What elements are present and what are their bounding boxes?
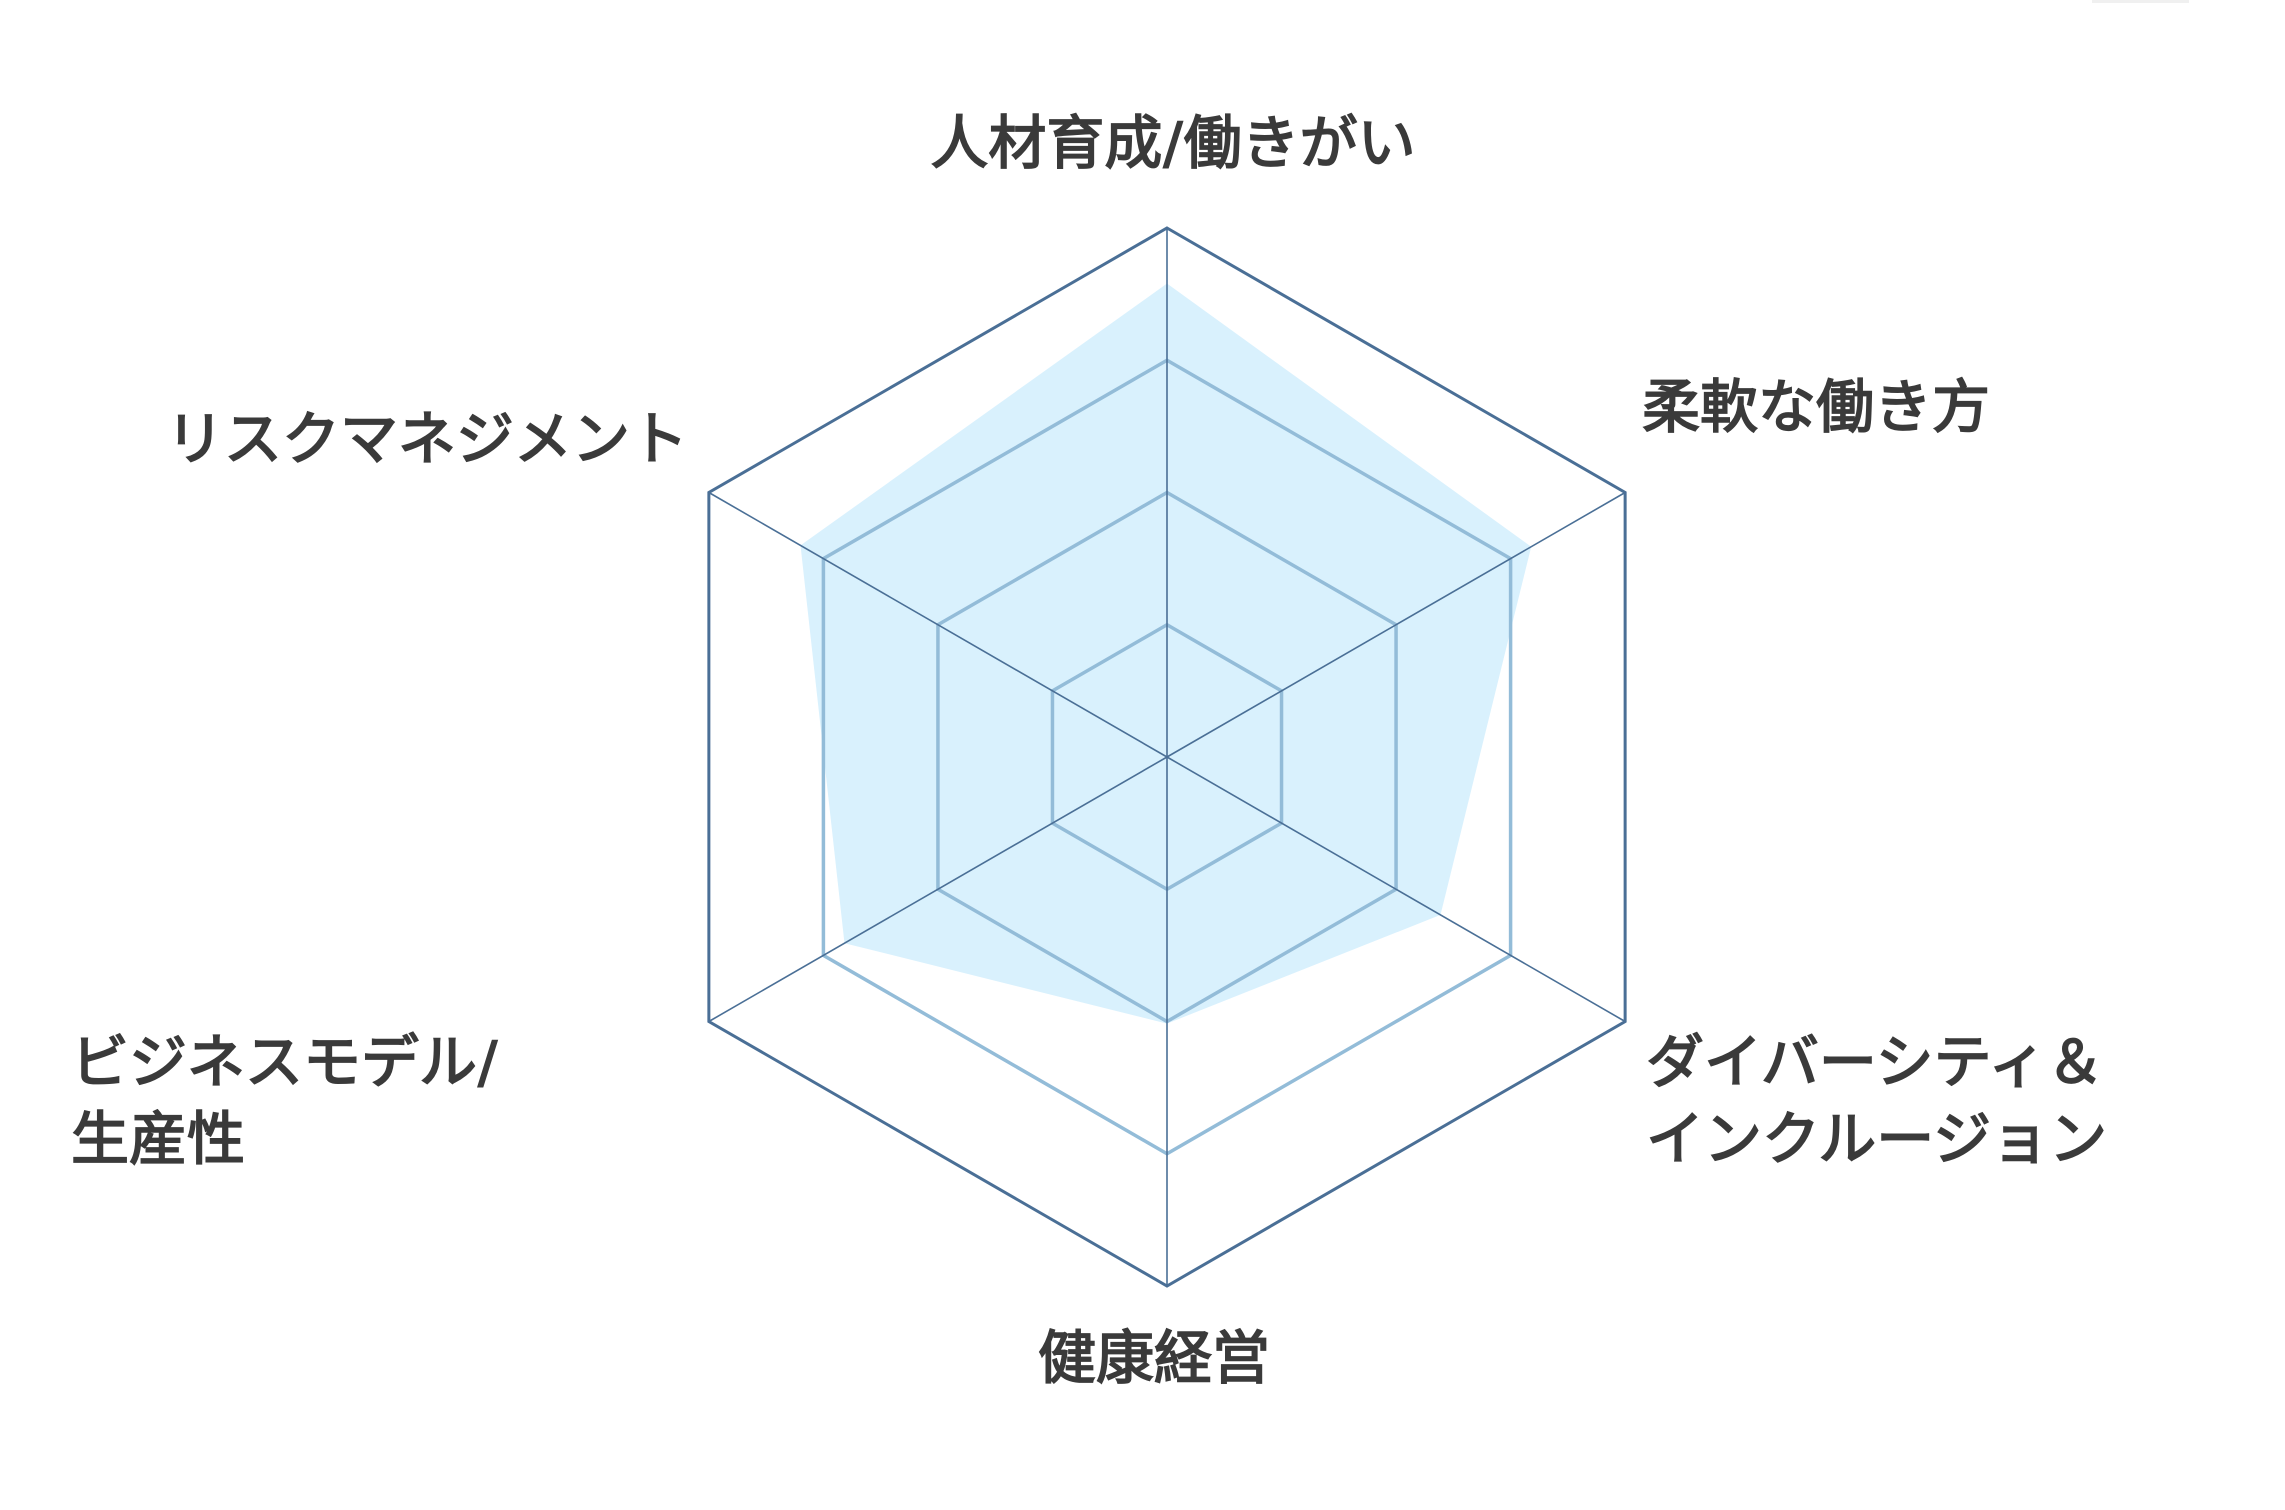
axis-spoke	[1166, 756, 1626, 1023]
axis-label-flexible-work: 柔軟な働き方	[1642, 373, 1990, 441]
axis-label-risk: リスクマネジメント	[166, 405, 688, 473]
axis-spoke	[708, 756, 1168, 1023]
axis-spoke	[708, 491, 1168, 758]
axis-label-jinzai: 人材育成/働きがい	[930, 109, 1415, 177]
axis-label-health: 健康経営	[1038, 1324, 1270, 1392]
axis-spoke	[1166, 491, 1626, 758]
data-area-layer	[800, 283, 1532, 1024]
axis-label-diversity-line1: ダイバーシティ＆	[1646, 1028, 2104, 1096]
axis-label-business-line1: ビジネスモデル/	[71, 1028, 499, 1096]
top-edge-bar	[2092, 0, 2189, 3]
data-area-score	[800, 283, 1532, 1024]
axis-layer	[708, 228, 1626, 1286]
axis-label-business-line2: 生産性	[71, 1105, 245, 1173]
axis-label-diversity-line2: インクルージョン	[1646, 1105, 2107, 1173]
